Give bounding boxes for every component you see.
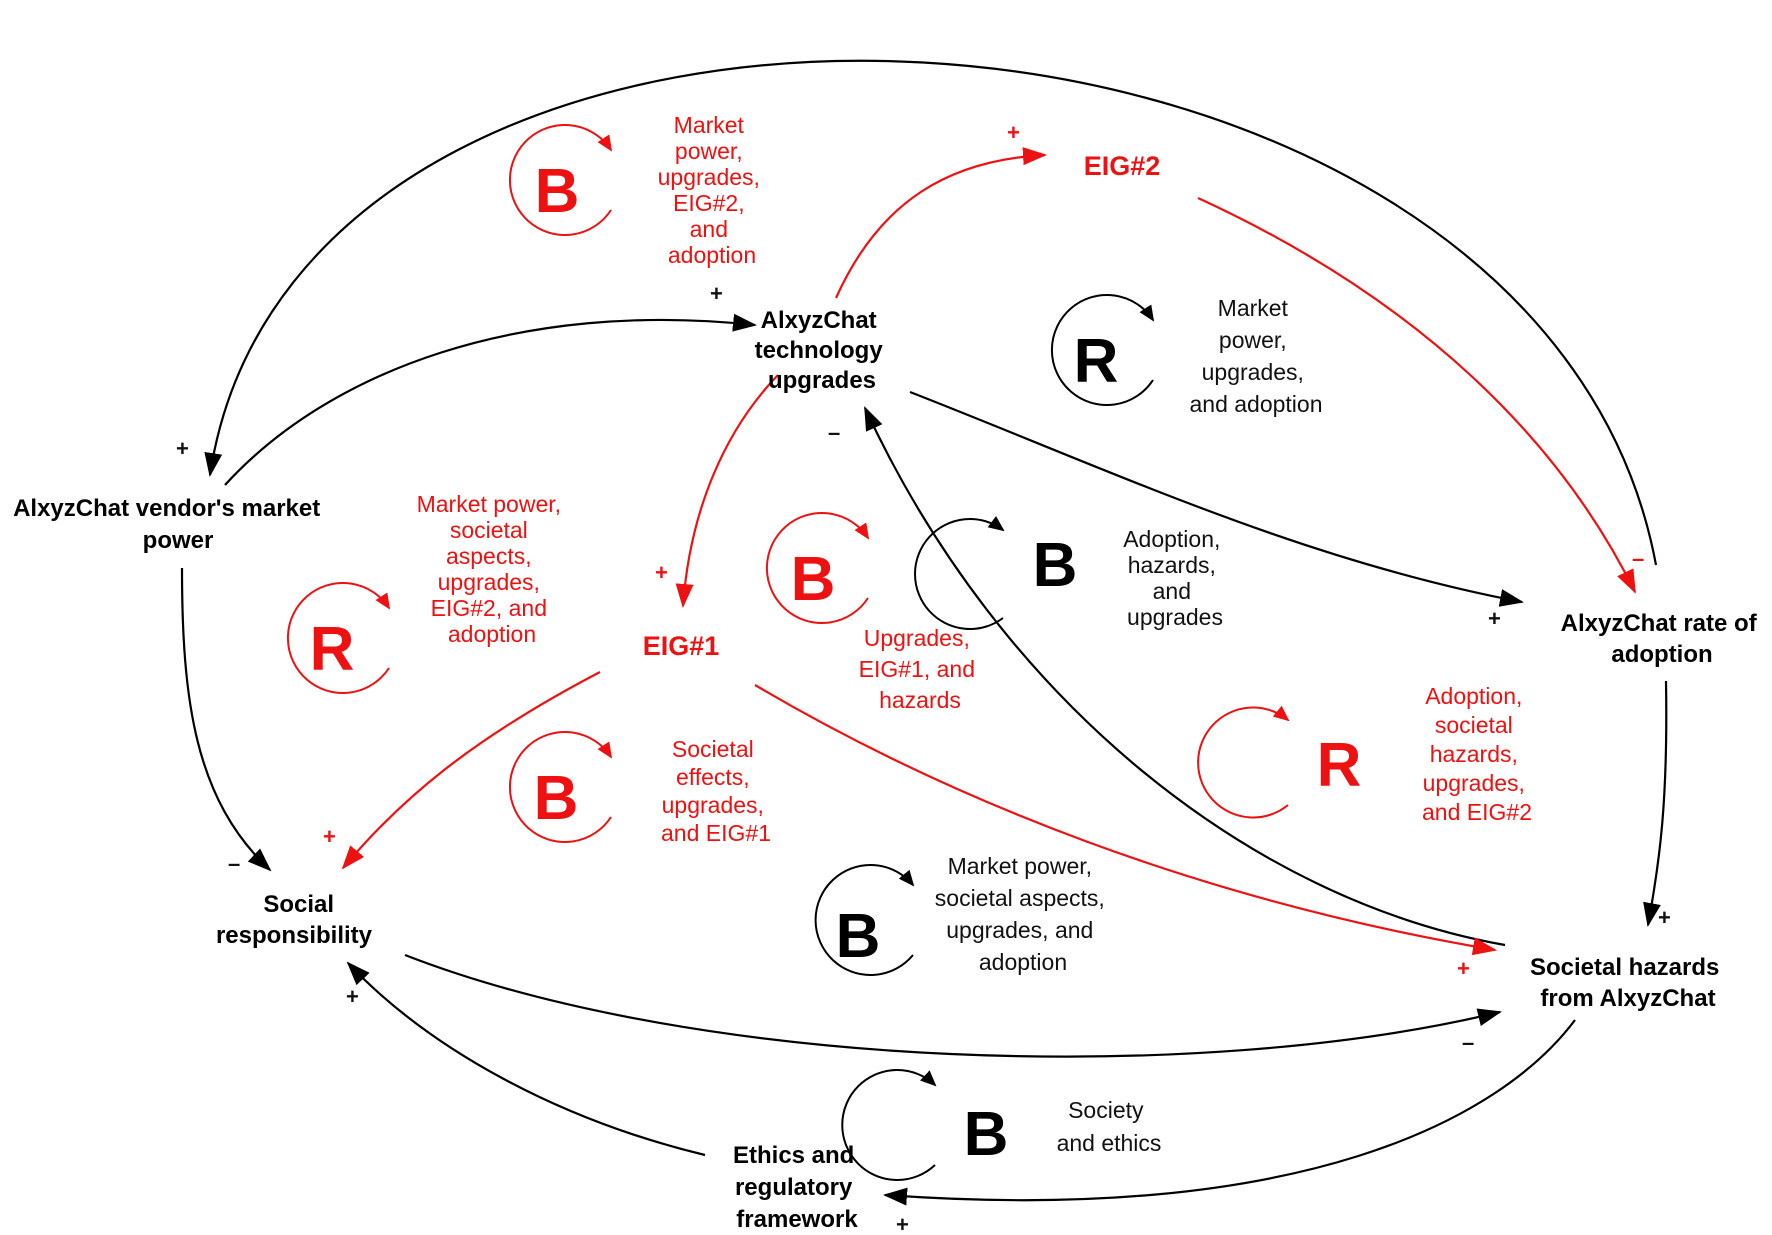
loop-label: Market power, upgrades, and adoption (1189, 295, 1322, 417)
loop-circular-arrow (765, 512, 870, 624)
causal-links (180, 59, 1668, 1206)
loop-marker-r-black: R (1050, 294, 1155, 406)
loop-circular-arrow (1050, 294, 1155, 406)
link-adoption-to-market-power (204, 59, 1658, 566)
polarity-sign: + (710, 281, 723, 306)
node-societal-hazards: Societal hazards from AlxyzChat (1530, 954, 1726, 1012)
link-market-power-to-upgrades (224, 313, 757, 486)
polarity-sign: + (1488, 606, 1501, 631)
link-ethics-to-social-responsibility (346, 961, 706, 1157)
link-social-responsibility-to-hazards (404, 953, 1502, 1058)
loop-marker-b-black-bottom: B (841, 1069, 1009, 1181)
loop-letter: B (964, 1100, 1009, 1169)
polarity-sign: – (828, 420, 840, 445)
loop-letter: B (535, 157, 580, 226)
loop-circular-arrow (508, 731, 613, 843)
loop-marker-r-red-left: R (286, 582, 391, 694)
link-market-power-to-social-responsibility (180, 567, 272, 872)
loop-label: Market power, societal aspects, upgrades… (935, 853, 1111, 975)
loop-marker-b-red-top: B (508, 124, 613, 236)
polarity-sign: + (655, 560, 668, 585)
polarity-sign: + (896, 1212, 909, 1235)
polarity-sign: + (1457, 956, 1470, 981)
loop-marker-r-red-right: R (1197, 705, 1362, 819)
loop-letter: R (1074, 327, 1119, 396)
link-hazards-to-upgrades (864, 406, 1506, 947)
polarity-sign: – (1462, 1030, 1474, 1055)
loop-label: Adoption, hazards, and upgrades (1123, 526, 1227, 630)
loop-label: Upgrades, EIG#1, and hazards (859, 625, 982, 713)
node-technology-upgrades: AlxyzChat technology upgrades (755, 307, 890, 394)
node-eig2: EIG#2 (1084, 151, 1161, 181)
loop-marker-b-red-lower: B (508, 731, 613, 843)
loop-label: Society and ethics (1057, 1097, 1162, 1156)
node-vendor-market-power: AlxyzChat vendor's market power (13, 495, 327, 554)
loop-marker-b-black-center: B (914, 516, 1078, 630)
link-upgrades-to-eig2 (834, 147, 1047, 299)
polarity-signs: + + + – + + – + + – + – + + (176, 120, 1671, 1235)
link-upgrades-to-eig1 (675, 374, 779, 608)
variables: AlxyzChat vendor's market power AlxyzCha… (13, 151, 1764, 1233)
loop-letter: B (791, 545, 836, 614)
loop-label: Market power, upgrades, EIG#2, and adopt… (658, 112, 767, 268)
link-adoption-to-hazards (1643, 680, 1668, 927)
node-ethics-framework: Ethics and regulatory framework (733, 1142, 861, 1233)
link-eig2-to-adoption (1197, 197, 1636, 594)
loop-marker-b-black-lower: B (814, 864, 915, 976)
loop-circular-arrow (508, 124, 613, 236)
loop-circular-arrow (286, 582, 391, 694)
loop-markers: B R R B B B R B (286, 124, 1362, 1181)
node-social-responsibility: Social responsibility (216, 891, 373, 949)
link-hazards-to-ethics (883, 1019, 1576, 1206)
loop-label: Societal effects, upgrades, and EIG#1 (661, 736, 771, 846)
polarity-sign: – (228, 851, 240, 876)
polarity-sign: + (1007, 120, 1020, 145)
loop-letter: B (534, 764, 579, 833)
loop-letter: B (836, 902, 881, 971)
node-rate-of-adoption: AlxyzChat rate of adoption (1561, 610, 1764, 668)
loop-letter: R (1317, 731, 1362, 800)
link-eig1-to-hazards (754, 684, 1497, 956)
loop-label: Adoption, societal hazards, upgrades, an… (1422, 683, 1532, 825)
loop-circular-arrow (841, 1069, 937, 1181)
link-upgrades-to-adoption (909, 390, 1524, 607)
node-eig1: EIG#1 (643, 631, 720, 661)
loop-labels: Market power, upgrades, EIG#2, and adopt… (417, 112, 1532, 1156)
loop-label: Market power, societal aspects, upgrades… (417, 491, 568, 647)
loop-circular-arrow (914, 516, 1005, 630)
polarity-sign: + (346, 984, 359, 1009)
loop-letter: B (1033, 531, 1078, 600)
polarity-sign: + (1658, 905, 1671, 930)
loop-letter: R (310, 615, 355, 684)
loop-marker-b-red-center: B (765, 512, 870, 624)
polarity-sign: + (323, 824, 336, 849)
polarity-sign: – (1632, 546, 1644, 571)
loop-circular-arrow (814, 864, 915, 976)
polarity-sign: + (176, 436, 189, 461)
link-eig1-to-social-responsibility (341, 671, 601, 870)
loop-circular-arrow (1197, 705, 1290, 819)
